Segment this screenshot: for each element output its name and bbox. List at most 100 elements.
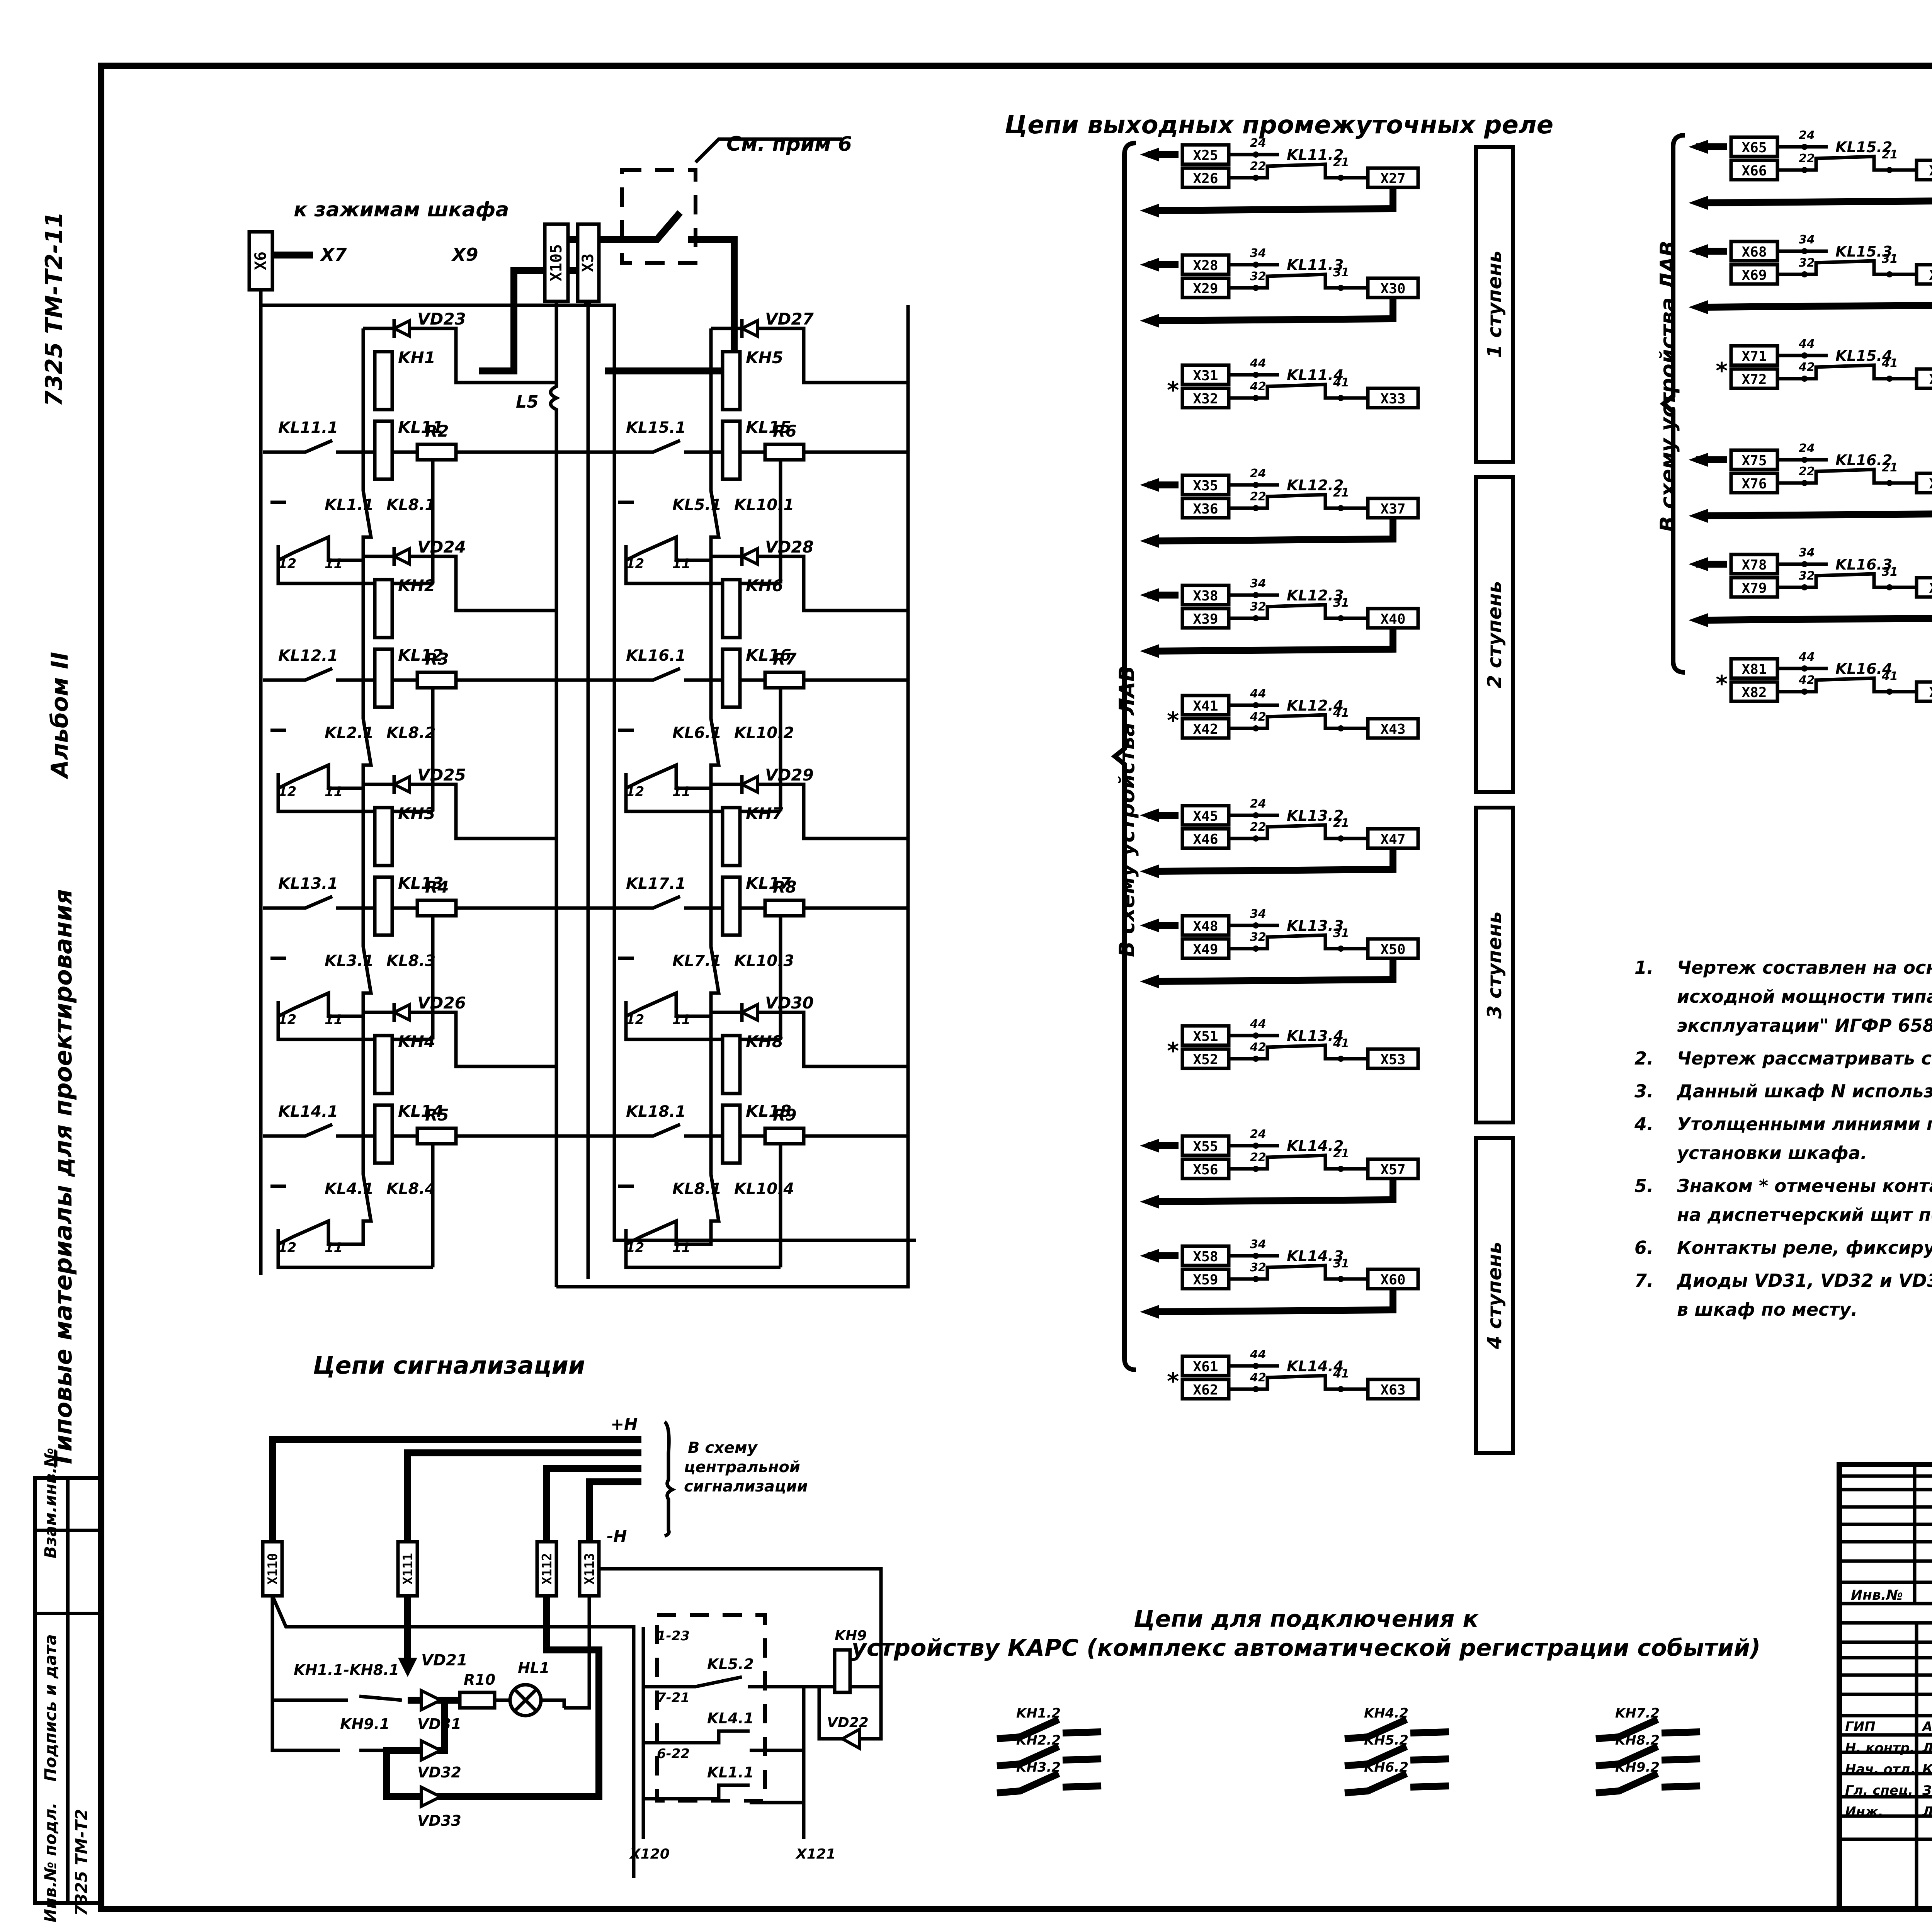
relay-coil (721, 647, 742, 709)
star-mark: * (1716, 670, 1728, 697)
terminal-label: X50 (1380, 942, 1405, 957)
kars-contact: KH7.2 (1595, 1706, 1701, 1742)
indicator-coil (721, 578, 742, 639)
terminal-label: X42 (1193, 721, 1218, 737)
relay-label: KL11 (398, 418, 444, 437)
svg-text:X121: X121 (795, 1846, 836, 1862)
terminal-label: X59 (1193, 1272, 1218, 1288)
terminal-label: X63 (1380, 1382, 1405, 1398)
kars-title-2: устройству КАРС (комплекс автоматической… (852, 1634, 1761, 1662)
terminal-box (1180, 1134, 1231, 1157)
svg-text:7-21: 7-21 (657, 1690, 690, 1706)
terminal-label: X66 (1742, 163, 1767, 179)
note-number: 6. (1634, 1237, 1653, 1258)
terminal-label: X68 (1742, 244, 1767, 260)
diode-icon (391, 546, 411, 567)
note-line: Контакты реле, фиксирующие срабатывание … (1677, 1237, 1932, 1258)
kars-contact: KH5.2 (1344, 1733, 1449, 1769)
terminal-label: X45 (1193, 808, 1218, 824)
note-line: Чертеж составлен на основании работы "Шк… (1677, 957, 1932, 978)
note-number: 4. (1634, 1114, 1653, 1134)
relay-label: KL18 (746, 1102, 791, 1121)
album-code: 7325 ТМ-Т2-11 (41, 212, 68, 407)
arrow-left-icon (1140, 918, 1159, 932)
terminal-box (1180, 386, 1231, 410)
indicator-label: KH1 (398, 348, 435, 367)
signal-terminal-x111: X111 (396, 1540, 419, 1598)
resistor-label: R9 (773, 1105, 797, 1124)
svg-text:VD32: VD32 (417, 1764, 461, 1781)
relay-coil (373, 419, 394, 481)
resistor (415, 1126, 458, 1146)
relay-label: KL12 (398, 646, 444, 665)
pin-label: 11 (672, 1012, 690, 1027)
bracket (1111, 141, 1136, 1372)
arrow-left-icon (1140, 314, 1159, 328)
svg-text:L5: L5 (516, 392, 539, 412)
svg-text:R10: R10 (464, 1671, 495, 1688)
terminal-label: X33 (1380, 391, 1405, 407)
pin-label: 21 (1333, 816, 1349, 830)
terminal-label: X83 (1929, 685, 1932, 701)
arrow-left-icon (1140, 534, 1159, 548)
note-line: на диспетчерский щит положения ступеней … (1677, 1204, 1932, 1225)
relay-contact-label: KL12.3 (1287, 587, 1344, 604)
note-item: 5.Знаком * отмечены контакты, которые мо… (1634, 1175, 1932, 1225)
terminal-label: X65 (1742, 140, 1767, 156)
inductor-l5 (549, 301, 561, 1287)
pin-label: 44 (1250, 1017, 1266, 1031)
arrow-left-icon (1140, 808, 1159, 822)
bus-plus-label: +Н (611, 1415, 638, 1434)
pin-label: 12 (626, 556, 644, 571)
output-relays-title: Цепи выходных промежуточных реле (1005, 111, 1553, 139)
pin-label: 42 (1250, 380, 1266, 393)
aux2-label: KL8.1 (386, 496, 435, 514)
diode-vd22-icon (839, 1726, 861, 1751)
svg-text:X120: X120 (629, 1846, 670, 1862)
pin-label: 32 (1250, 1261, 1266, 1274)
terminal-box (1366, 937, 1420, 960)
stamp-value: 7325 ТМ-Т2 (72, 1809, 91, 1916)
pin-label: 31 (1333, 1257, 1349, 1270)
terminal-box (1915, 263, 1932, 286)
signer-name: Авербах (1921, 1719, 1932, 1735)
indicator-label: KH3 (398, 804, 435, 823)
pin-label: 24 (1250, 797, 1266, 811)
terminal-box (1180, 276, 1231, 299)
notes: 1.Чертеж составлен на основании работы "… (1634, 957, 1932, 1320)
contact-label: KL14.1 (278, 1103, 338, 1121)
pin-label: 11 (325, 556, 343, 571)
pin-label: 22 (1250, 490, 1266, 503)
stamp-cell-sign: Подпись и дата (41, 1634, 60, 1781)
indicator-label: KH4 (398, 1032, 435, 1051)
svg-text:X105: X105 (548, 244, 565, 281)
diode-label: VD26 (417, 993, 466, 1012)
relay-contact-label: KL14.2 (1287, 1138, 1344, 1155)
relay-contact-label: KL11.2 (1287, 146, 1344, 163)
pin-label: 12 (278, 784, 296, 799)
relay-label: KL17 (746, 874, 792, 893)
terminal-label: X48 (1193, 918, 1218, 934)
diode-vd21-icon (398, 1658, 417, 1677)
signer-role: Нач. отд. (1845, 1762, 1916, 1777)
terminal-label: X43 (1380, 721, 1405, 737)
note-item: 6. Контакты реле, фиксирующие срабатывани… (1634, 1237, 1932, 1258)
resistor-label: R7 (773, 650, 797, 668)
terminal-box (1366, 1378, 1420, 1401)
bus-minus-label: -Н (607, 1527, 627, 1546)
lamp-hl1-icon (508, 1683, 543, 1718)
signer-role: Н. контр. (1845, 1740, 1915, 1756)
terminal-box (1915, 576, 1932, 599)
pin-label: 34 (1250, 1238, 1266, 1251)
resistor (415, 442, 458, 462)
arrow-left-icon (1140, 1249, 1159, 1263)
